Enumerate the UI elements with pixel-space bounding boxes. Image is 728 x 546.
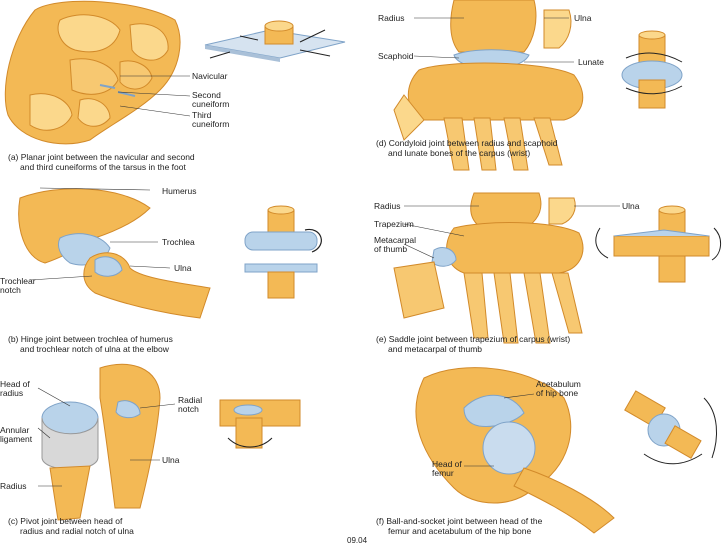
panel-planar-joint: Navicular Second cuneiform Third cuneifo… [0, 0, 364, 178]
figure-code: 09.04 [347, 536, 367, 545]
caption-pivot-joint: (c) Pivot joint between head of radius a… [8, 516, 134, 536]
panel-pivot-joint: Head of radius Radial notch Annular liga… [0, 358, 364, 546]
caption-planar-joint: (a) Planar joint between the navicular a… [8, 152, 195, 172]
caption-line: and lunate bones of the carpus (wrist) [376, 148, 557, 158]
label-third-cuneiform-line2: cuneiform [192, 120, 229, 129]
label-ulna: Ulna [622, 202, 639, 211]
caption-condyloid-joint: (d) Condyloid joint between radius and s… [376, 138, 557, 158]
label-annular-ligament-line2: ligament [0, 435, 32, 444]
label-trochlear-notch-line2: notch [0, 286, 21, 295]
caption-line: (e) Saddle joint between trapezium of ca… [376, 334, 570, 344]
caption-line: radius and radial notch of ulna [8, 526, 134, 536]
label-radius: Radius [374, 202, 400, 211]
label-lunate: Lunate [578, 58, 604, 67]
panel-condyloid-joint: Radius Ulna Scaphoid Lunate (d) Condyloi… [364, 0, 728, 178]
label-trapezium: Trapezium [374, 220, 414, 229]
label-ulna: Ulna [574, 14, 591, 23]
caption-saddle-joint: (e) Saddle joint between trapezium of ca… [376, 334, 570, 354]
panel-ball-and-socket-joint: Acetabulum of hip bone Head of femur (f)… [364, 358, 728, 546]
caption-line: (a) Planar joint between the navicular a… [8, 152, 195, 162]
panel-saddle-joint: Radius Ulna Trapezium Metacarpal of thum… [364, 178, 728, 358]
caption-hinge-joint: (b) Hinge joint between trochlea of hume… [8, 334, 173, 354]
caption-ball-and-socket-joint: (f) Ball-and-socket joint between head o… [376, 516, 542, 536]
label-radial-notch-line2: notch [178, 405, 199, 414]
label-ulna: Ulna [162, 456, 179, 465]
caption-line: and third cuneiforms of the tarsus in th… [8, 162, 195, 172]
label-second-cuneiform-line2: cuneiform [192, 100, 229, 109]
label-head-of-radius-line2: radius [0, 389, 23, 398]
label-scaphoid: Scaphoid [378, 52, 413, 61]
caption-line: (c) Pivot joint between head of [8, 516, 134, 526]
label-metacarpal-line2: of thumb [374, 245, 407, 254]
label-radius: Radius [378, 14, 404, 23]
panel-hinge-joint: Humerus Trochlea Ulna Trochlear notch (b… [0, 178, 364, 358]
label-head-of-femur-line2: femur [432, 469, 454, 478]
label-ulna: Ulna [174, 264, 191, 273]
caption-line: femur and acetabulum of the hip bone [376, 526, 542, 536]
caption-line: (f) Ball-and-socket joint between head o… [376, 516, 542, 526]
label-radius: Radius [0, 482, 26, 491]
caption-line: and trochlear notch of ulna at the elbow [8, 344, 173, 354]
caption-line: (d) Condyloid joint between radius and s… [376, 138, 557, 148]
label-navicular: Navicular [192, 72, 227, 81]
saddle-joint-illustration [364, 178, 728, 358]
label-trochlea: Trochlea [162, 238, 195, 247]
label-acetabulum-line2: of hip bone [536, 389, 578, 398]
label-humerus: Humerus [162, 187, 196, 196]
caption-line: (b) Hinge joint between trochlea of hume… [8, 334, 173, 344]
caption-line: and metacarpal of thumb [376, 344, 570, 354]
